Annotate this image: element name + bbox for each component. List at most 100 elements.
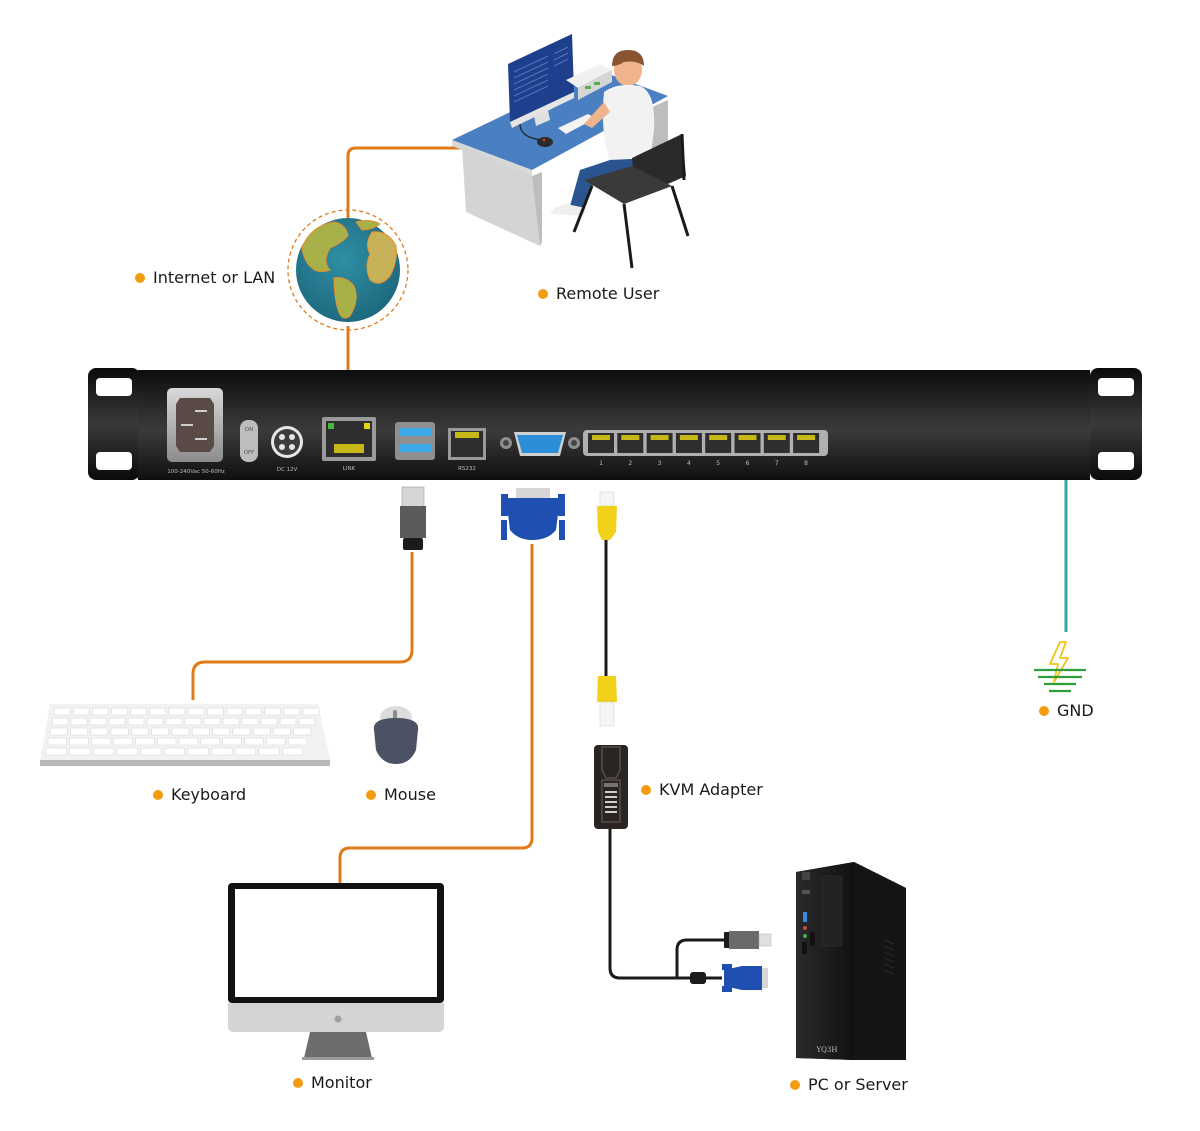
server-port-number: 5 [716, 460, 720, 467]
keyboard-cable [191, 552, 414, 700]
keyboard-key [140, 747, 162, 756]
keyboard-key [234, 747, 256, 756]
keyboard-key [232, 727, 251, 736]
server-port-number: 2 [628, 460, 632, 467]
keyboard-key [212, 727, 231, 736]
desk-kvm-box [566, 64, 612, 88]
keyboard-key [222, 737, 242, 746]
server-port-number: 1 [599, 460, 603, 467]
label-monitor: Monitor [293, 1073, 372, 1092]
keyboard [40, 704, 330, 766]
adapter-usb-plug [724, 931, 772, 949]
remote-monitor-screen [508, 34, 574, 122]
rs232-port[interactable]: RS232 [448, 428, 486, 472]
usb-ports[interactable] [395, 422, 435, 460]
keyboard-key [89, 717, 107, 726]
mouse [373, 706, 419, 764]
dc-jack: DC 12V [271, 426, 303, 473]
keyboard-key [49, 727, 68, 736]
keyboard-key [72, 707, 90, 716]
keyboard-key [130, 707, 147, 716]
label-pc-server-text: PC or Server [808, 1075, 908, 1094]
keyboard-key [264, 707, 281, 716]
keyboard-key [187, 747, 209, 756]
rs232-label: RS232 [458, 466, 476, 472]
ferrite-core [690, 972, 706, 984]
keyboard-key [108, 717, 126, 726]
dc-label: DC 12V [277, 467, 298, 473]
power-off-label: OFF [244, 450, 255, 456]
server-port-5[interactable]: 5 [705, 433, 732, 467]
monitor [228, 883, 444, 1060]
label-kvm-adapter: KVM Adapter [641, 780, 763, 799]
keyboard-key [206, 707, 224, 716]
server-port-6[interactable]: 6 [734, 433, 761, 467]
keyboard-key [163, 747, 186, 756]
keyboard-key [116, 747, 138, 756]
switch-body [138, 370, 1090, 480]
server-port-7[interactable]: 7 [763, 433, 790, 467]
adapter-cable [608, 828, 726, 980]
keyboard-key [178, 737, 199, 746]
keyboard-key [69, 747, 91, 756]
keyboard-key [184, 717, 202, 726]
pc-tower: YQ3H [796, 862, 906, 1060]
power-toggle[interactable]: ON OFF [240, 420, 258, 462]
keyboard-key [283, 707, 301, 716]
server-port-1[interactable]: 1 [588, 433, 614, 467]
cables [191, 146, 1068, 980]
keyboard-key [146, 717, 164, 726]
keyboard-key [302, 707, 320, 716]
power-label: 100-240Vac 50-60Hz [167, 469, 225, 475]
keyboard-key [127, 717, 145, 726]
server-port-4[interactable]: 4 [675, 433, 702, 467]
server-port-8[interactable]: 8 [793, 433, 820, 467]
usb-plug [400, 486, 426, 550]
keyboard-key [70, 727, 88, 736]
desk-side [462, 146, 540, 246]
label-internet-text: Internet or LAN [153, 268, 276, 287]
label-remote-user-text: Remote User [556, 284, 660, 303]
keyboard-key [70, 717, 88, 726]
desk-mouse [537, 137, 553, 147]
server-port-number: 4 [687, 460, 691, 467]
bullet-dot [538, 288, 548, 299]
keyboard-key [266, 737, 286, 746]
keyboard-key [156, 737, 177, 746]
server-port-number: 7 [775, 460, 779, 467]
keyboard-key [252, 727, 271, 736]
server-ports: 1 2 3 4 5 6 7 8 [583, 430, 828, 467]
server-port-2[interactable]: 2 [617, 433, 644, 467]
label-keyboard-text: Keyboard [171, 785, 247, 804]
keyboard-key [47, 737, 68, 746]
chair-seat [584, 166, 672, 204]
desk-keyboard [558, 114, 596, 134]
power-inlet: 100-240Vac 50-60Hz [167, 388, 225, 475]
keyboard-key [293, 727, 312, 736]
label-gnd-text: GND [1057, 701, 1094, 720]
monitor-cable [338, 544, 534, 884]
vga-port[interactable] [500, 432, 580, 456]
kvm-adapter [594, 745, 628, 829]
keyboard-key [130, 727, 149, 736]
label-pc-server: PC or Server [790, 1075, 908, 1094]
server-port-3[interactable]: 3 [646, 433, 673, 467]
label-remote-user: Remote User [538, 284, 659, 303]
keyboard-key [110, 727, 129, 736]
keyboard-key [171, 727, 190, 736]
keyboard-key [51, 717, 69, 726]
keyboard-key [226, 707, 243, 716]
bullet-dot [366, 789, 376, 800]
keyboard-key [45, 747, 67, 756]
keyboard-key [298, 717, 316, 726]
keyboard-key [151, 727, 170, 736]
keyboard-key [191, 727, 210, 736]
lan-port[interactable]: LINK [322, 417, 376, 472]
bullet-dot [1039, 705, 1049, 716]
keyboard-key [90, 727, 109, 736]
keyboard-key [258, 747, 280, 756]
keyboard-key [222, 717, 240, 726]
keyboard-key [203, 717, 221, 726]
keyboard-key [279, 717, 297, 726]
